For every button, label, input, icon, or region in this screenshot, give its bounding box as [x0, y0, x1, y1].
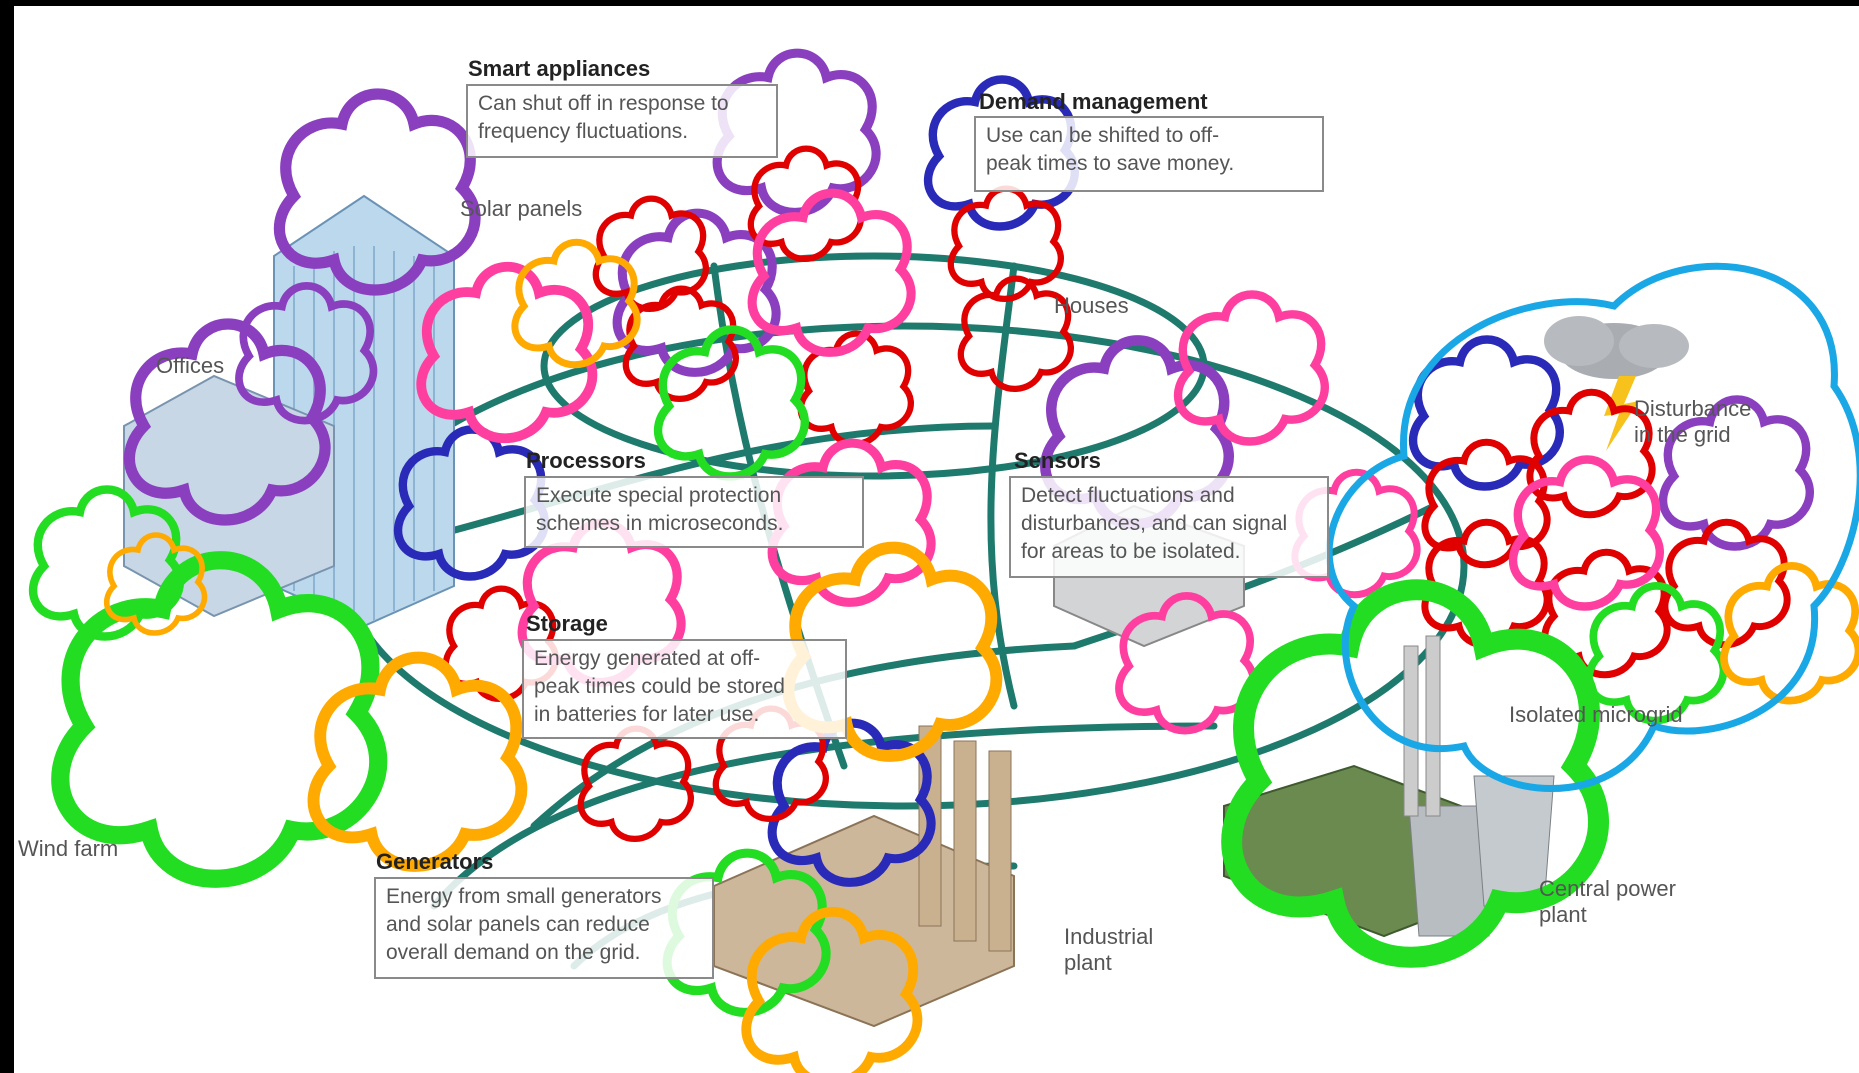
solar-panels-label: Solar panels [460, 196, 583, 221]
smart-grid-diagram: Smart appliances Can shut off in respons… [14, 6, 1859, 1073]
offices-label: Offices [156, 353, 225, 378]
grid-line-7 [430, 722, 1218, 910]
sensors-title: Sensors [1014, 448, 1101, 473]
annotation-sensor-8 [1513, 460, 1660, 607]
annotation-microgrid [1325, 262, 1859, 792]
annotation-meter-2 [398, 430, 545, 577]
sensors-box: Detect fluctuations and disturbances, an… [1009, 476, 1329, 578]
central-power-plant-label: Central power plant [1539, 876, 1676, 927]
processors-box: Execute special protection schemes in mi… [524, 476, 864, 548]
annotation-layer [14, 6, 1859, 1073]
annotation-sensor-6 [1119, 596, 1253, 731]
annotation-appliance-1 [279, 94, 475, 290]
storm-cloud-icon [1544, 316, 1689, 451]
storage-title: Storage [526, 611, 608, 636]
isolated-microgrid-label: Isolated microgrid [1509, 702, 1683, 727]
annotation-storage-5 [746, 912, 917, 1073]
storage-box: Energy generated at off- peak times coul… [522, 639, 847, 739]
industrial-plant-label: Industrial plant [1064, 924, 1154, 975]
disturbance-label: Disturbance in the grid [1634, 396, 1752, 447]
annotation-sensor-1 [421, 267, 592, 439]
processors-title: Processors [526, 448, 646, 473]
houses-label: Houses [1054, 293, 1129, 318]
wind-farm-label: Wind farm [18, 836, 119, 861]
grid-network [123, 194, 1689, 1028]
smart-appliances-box: Can shut off in response to frequency fl… [466, 84, 778, 158]
central-power-plant-shape [1223, 635, 1555, 938]
annotation-solar-8 [581, 729, 691, 839]
demand-management-box: Use can be shifted to off- peak times to… [974, 116, 1324, 192]
generators-box: Energy from small generators and solar p… [374, 877, 714, 979]
grid-line-6 [987, 262, 1018, 710]
generators-title: Generators [376, 849, 494, 874]
annotation-solar-6 [626, 289, 736, 399]
smart-appliances-title: Smart appliances [468, 56, 651, 81]
annotation-storage-3 [314, 658, 522, 866]
annotation-storage-2 [107, 535, 205, 633]
demand-management-title: Demand management [979, 89, 1208, 114]
